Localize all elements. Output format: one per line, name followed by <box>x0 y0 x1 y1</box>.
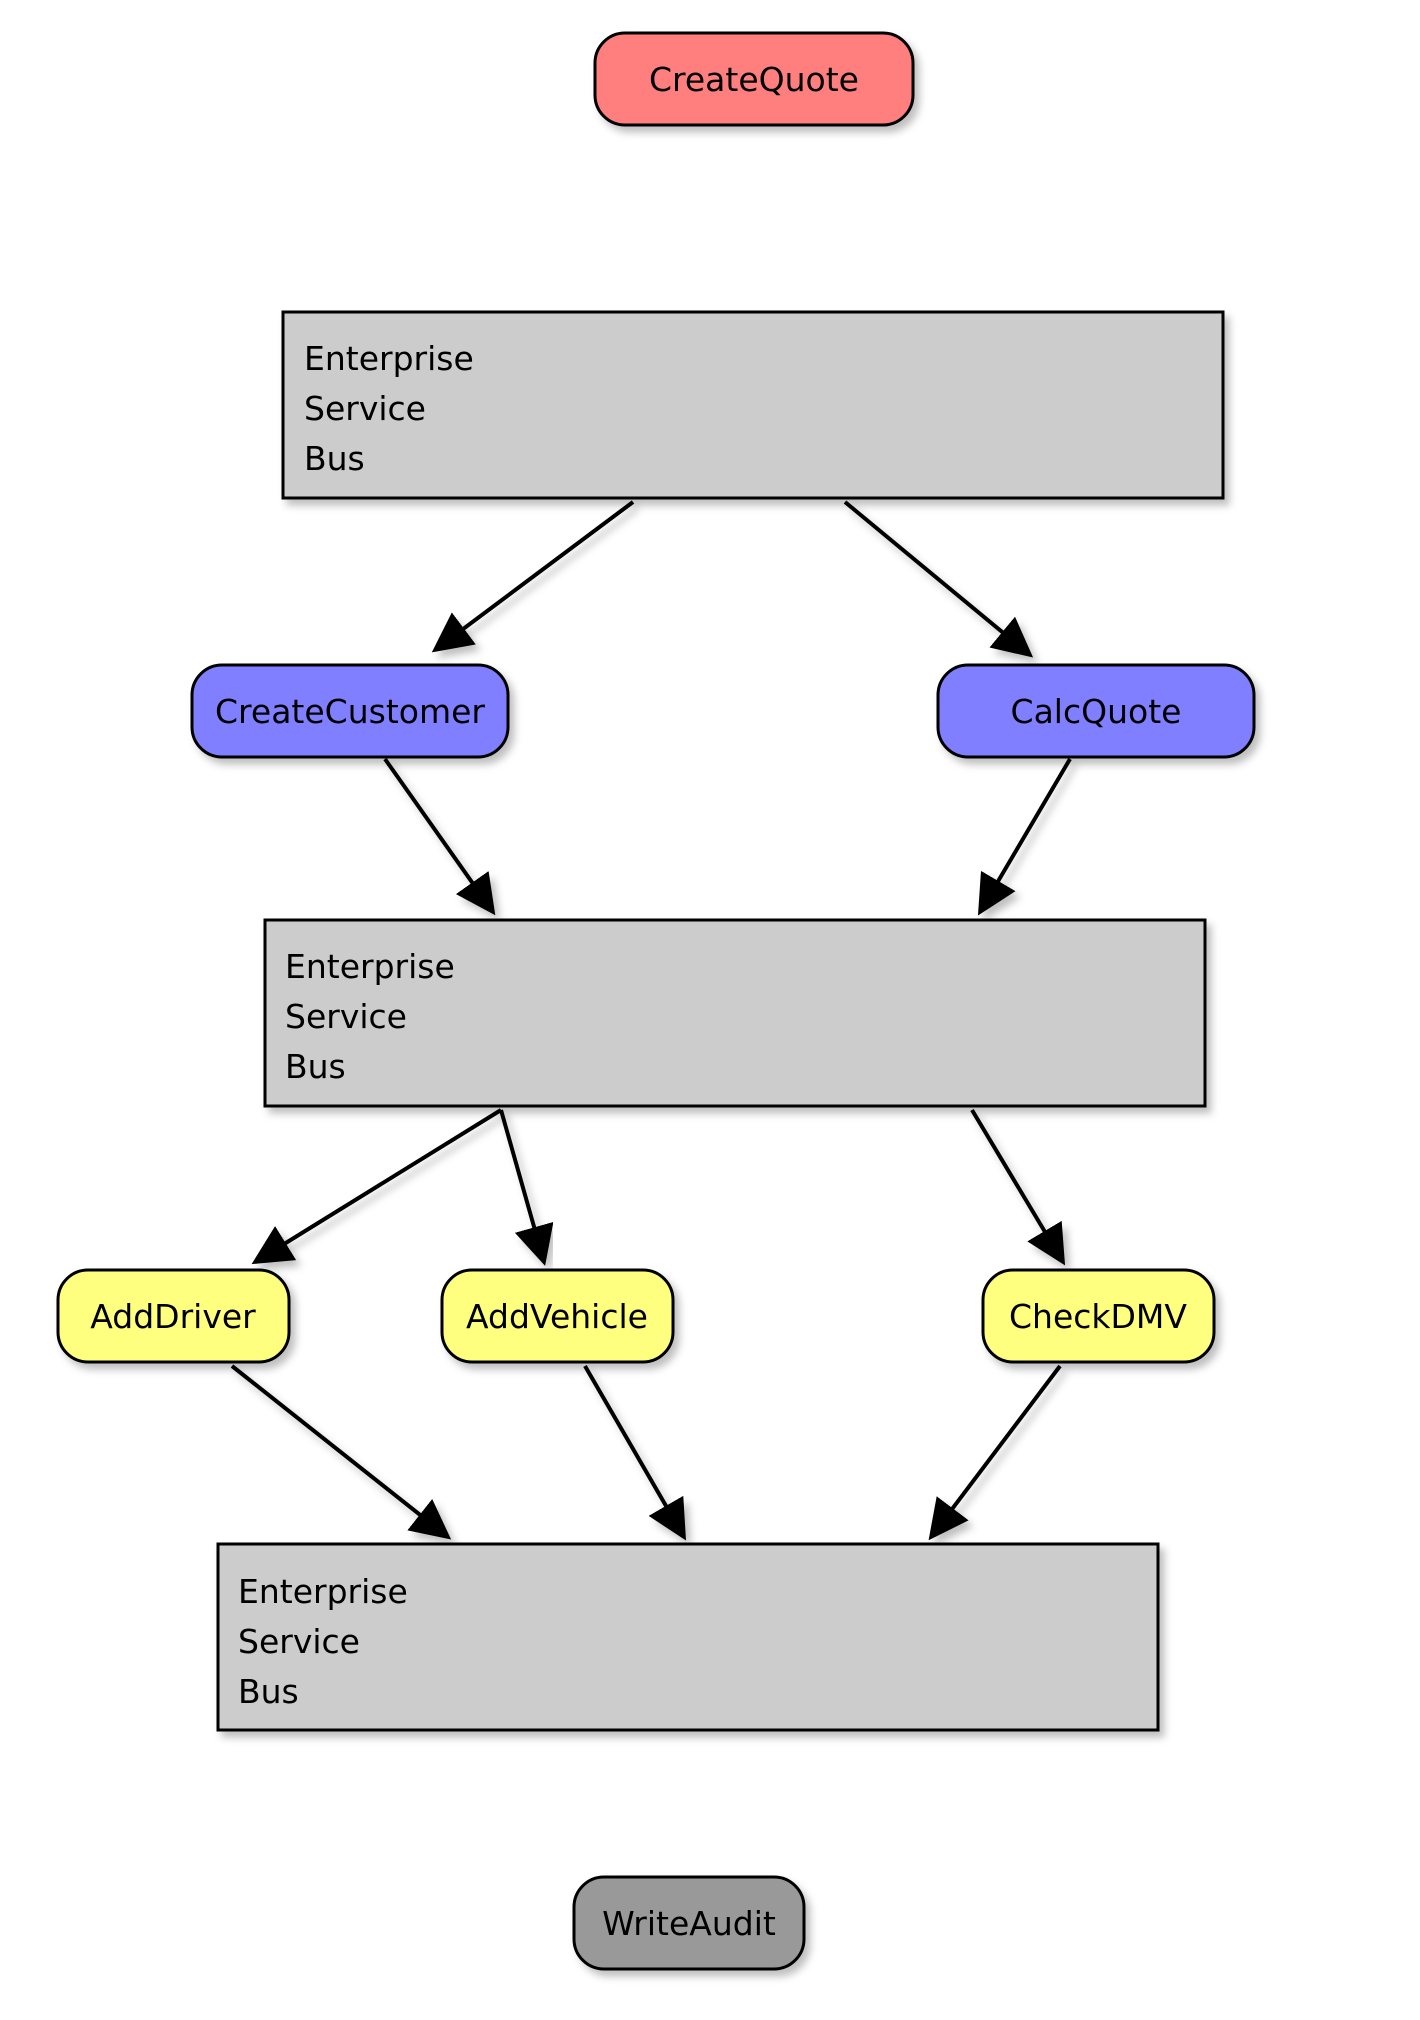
edges <box>230 127 1072 1872</box>
bus-1: Enterprise Service Bus <box>281 310 1225 500</box>
node-create-quote: CreateQuote <box>593 31 915 127</box>
bus-3: Enterprise Service Bus <box>216 1542 1160 1732</box>
node-create-customer-label: CreateCustomer <box>215 692 485 731</box>
node-check-dmv-label: CheckDMV <box>1009 1297 1187 1336</box>
edge-bus1-to-calcquote <box>843 500 1034 658</box>
bus-3-line-1: Enterprise <box>238 1572 408 1611</box>
edge-adddriver-to-bus3 <box>230 1364 452 1540</box>
bus-2-line-3: Bus <box>285 1047 346 1086</box>
bus-1-line-2: Service <box>304 389 426 428</box>
edge-bus2-to-addvehicle <box>499 1109 554 1266</box>
node-add-driver-box <box>56 1268 291 1364</box>
bus-3-box <box>216 1542 1160 1732</box>
node-create-quote-box <box>593 31 915 127</box>
bus-1-line-1: Enterprise <box>304 339 474 378</box>
node-calc-quote: CalcQuote <box>936 663 1256 759</box>
bus-2: Enterprise Service Bus <box>263 918 1207 1108</box>
node-add-vehicle: AddVehicle <box>440 1268 675 1364</box>
edge-createcustomer-to-bus2 <box>383 757 496 916</box>
node-check-dmv: CheckDMV <box>981 1268 1216 1364</box>
node-create-quote-label: CreateQuote <box>649 60 859 99</box>
bus-1-line-3: Bus <box>304 439 365 478</box>
node-write-audit: WriteAudit <box>572 1875 806 1971</box>
bus-1-box <box>281 310 1225 500</box>
bus-3-line-3: Bus <box>238 1672 299 1711</box>
edge-calcquote-to-bus2 <box>977 757 1072 916</box>
bus-2-box <box>263 918 1207 1108</box>
node-add-driver-label: AddDriver <box>90 1297 256 1336</box>
edge-bus2-to-checkdmv <box>970 1108 1066 1266</box>
bus-2-line-1: Enterprise <box>285 947 455 986</box>
node-add-vehicle-box <box>440 1268 675 1364</box>
node-add-driver: AddDriver <box>56 1268 291 1364</box>
edge-bus2-to-adddriver <box>251 1108 503 1265</box>
node-add-vehicle-label: AddVehicle <box>466 1297 648 1336</box>
node-write-audit-label: WriteAudit <box>602 1904 776 1943</box>
node-calc-quote-label: CalcQuote <box>1011 692 1182 731</box>
bus-3-line-2: Service <box>238 1622 360 1661</box>
node-create-customer-box <box>190 663 510 759</box>
node-check-dmv-box <box>981 1268 1216 1364</box>
edge-addvehicle-to-bus3 <box>583 1364 687 1541</box>
edge-bus1-to-createcustomer <box>431 500 635 653</box>
edge-checkdmv-to-bus3 <box>928 1364 1062 1541</box>
node-write-audit-box <box>572 1875 806 1971</box>
bus-2-line-2: Service <box>285 997 407 1036</box>
node-create-customer: CreateCustomer <box>190 663 510 759</box>
node-calc-quote-box <box>936 663 1256 759</box>
